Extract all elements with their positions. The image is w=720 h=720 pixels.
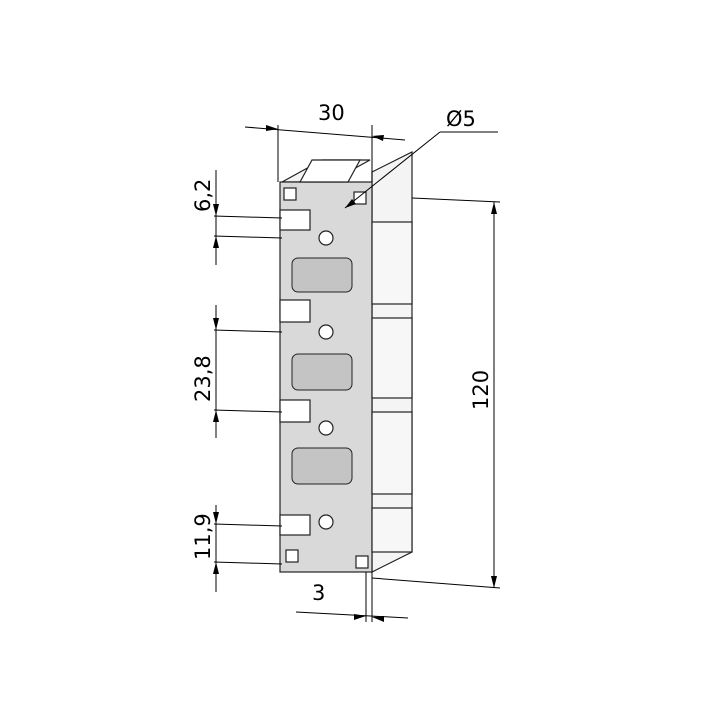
dim-edge-label: 11,9: [191, 513, 215, 560]
dim-height: 120: [371, 197, 501, 589]
slot-left-2: [279, 299, 311, 323]
corner-pocket-bottom-right: [355, 555, 369, 569]
dim-width: 30: [244, 101, 406, 182]
dim-slot: 6,2: [191, 170, 283, 265]
core-bore-2: [318, 324, 334, 340]
dim-hole-label: Ø5: [446, 107, 476, 131]
inner-chamber-1: [291, 257, 353, 293]
slot-left-1: [279, 209, 311, 231]
slot-right-3: [371, 411, 413, 495]
slot-left-3: [279, 399, 311, 423]
inner-chamber-2: [291, 353, 353, 391]
core-bore-4: [318, 514, 334, 530]
slot-right-4: [371, 507, 413, 553]
slot-left-4: [279, 514, 311, 536]
corner-pocket-top-left: [283, 187, 297, 201]
core-bore-1: [318, 230, 334, 246]
dim-hole: Ø5: [344, 107, 498, 209]
top-slot-groove: [298, 159, 362, 183]
dim-width-label: 30: [318, 101, 345, 125]
core-bore-3: [318, 420, 334, 436]
dim-height-label: 120: [469, 370, 493, 410]
corner-pocket-bottom-left: [285, 549, 299, 563]
dim-pitch-label: 23,8: [191, 355, 215, 402]
slot-right-2: [371, 317, 413, 399]
dim-edge: 11,9: [191, 505, 283, 592]
dim-slot-label: 6,2: [191, 179, 215, 212]
inner-chamber-3: [291, 447, 353, 485]
dim-wall-label: 3: [312, 581, 325, 605]
dim-wall: 3: [295, 572, 409, 622]
corner-pocket-top-right: [353, 191, 367, 205]
dim-pitch: 23,8: [191, 305, 283, 438]
slot-right-1: [371, 221, 413, 305]
front-face: [279, 159, 413, 573]
